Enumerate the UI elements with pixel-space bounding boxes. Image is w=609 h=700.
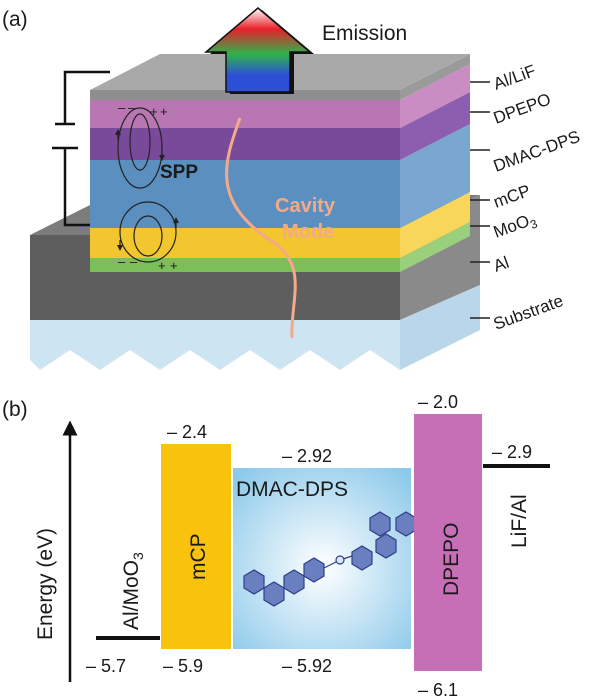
al-layer-front: [90, 258, 400, 272]
top-electrode-front: [90, 90, 400, 100]
dipole-bottom-minus-2: –: [130, 254, 138, 269]
dpepo-layer-front: [90, 100, 400, 128]
dipole-bottom-plus-1: +: [158, 258, 166, 273]
dipole-top-minus-2: –: [128, 100, 136, 115]
dmac-block: [233, 468, 411, 649]
dmac-dps-molecule: [243, 511, 417, 607]
panel-b-tag: (b): [2, 398, 28, 421]
spp-label: SPP: [160, 162, 198, 183]
mcp-block: [161, 444, 231, 649]
cavity-mode-curve: [225, 117, 297, 339]
dipole-top-minus-1: –: [118, 100, 126, 115]
dipole-field-bottom: [117, 201, 179, 263]
cavity-label-1: Cavity: [275, 195, 336, 217]
label-moo3: MoO3: [491, 209, 540, 245]
mcp-lumo-value: – 2.4: [167, 422, 207, 442]
dpepo-layer-side: [400, 64, 470, 128]
dipole-bottom-minus-1: –: [118, 254, 126, 269]
dpepo-homo-value: – 6.1: [418, 680, 458, 700]
moo3-layer-side: [400, 192, 470, 258]
dipole-field-top: [115, 107, 165, 189]
emission-label: Emission: [322, 22, 407, 45]
dmac-homo-value: – 5.92: [282, 656, 332, 676]
dipole-bottom-plus-2: +: [170, 258, 178, 273]
right-electrode-value: – 2.9: [492, 442, 532, 462]
dpepo-lumo-value: – 2.0: [418, 392, 458, 412]
substrate-glass-side: [400, 285, 480, 370]
substrate-glass-front: [30, 320, 400, 370]
label-al: Al: [491, 253, 512, 276]
dipole-top-plus-1: +: [150, 104, 158, 119]
layer-label-ticks: [470, 81, 490, 319]
mcp-homo-value: – 5.9: [163, 656, 203, 676]
label-dpepo: DPEPO: [491, 90, 553, 128]
device-stack: [30, 54, 480, 370]
left-electrode-value: – 5.7: [86, 656, 126, 676]
moo3-layer-front: [90, 228, 400, 258]
emission-arrow: [203, 7, 314, 94]
dmac-block-label: DMAC-DPS: [236, 478, 348, 501]
al-layer-side: [400, 222, 470, 272]
left-electrode-label: Al/MoO3: [120, 552, 146, 630]
dpepo-block-label: DPEPO: [440, 522, 463, 596]
dipole-top-plus-2: +: [160, 104, 168, 119]
right-electrode-label: LiF/Al: [508, 494, 531, 548]
top-electrode-side: [400, 54, 470, 100]
mcp-layer-side: [400, 124, 470, 228]
label-dmac-dps: DMAC-DPS: [491, 127, 583, 176]
energy-axis-label: Energy (eV): [34, 528, 57, 640]
cavity-label-2: Mode: [282, 221, 334, 243]
dmac-lumo-value: – 2.92: [282, 446, 332, 466]
label-al-lif: Al/LiF: [491, 61, 538, 94]
label-mcp: mCP: [491, 181, 533, 212]
dmac-layer-side: [400, 92, 470, 160]
dmac-layer-front: [90, 128, 400, 160]
label-substrate: Substrate: [491, 291, 566, 334]
bias-circuit: [52, 70, 110, 227]
panel-a-tag: (a): [2, 8, 28, 31]
mcp-block-label: mCP: [187, 533, 210, 580]
dpepo-block: [414, 414, 482, 671]
